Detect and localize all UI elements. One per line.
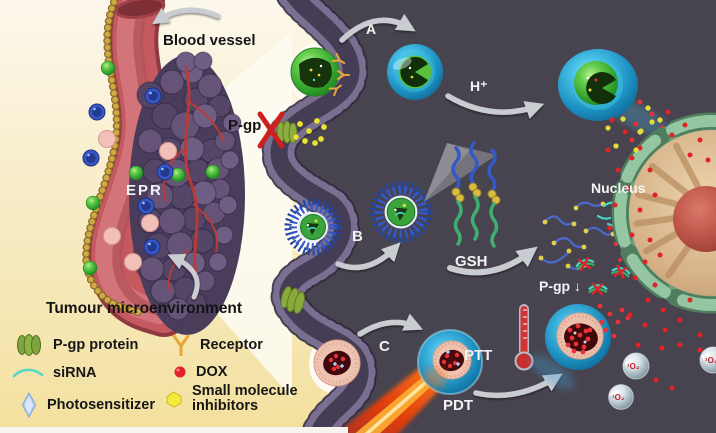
pathway-b-group xyxy=(288,141,645,296)
lipid-dox-nanoparticle xyxy=(313,339,361,387)
nucleolus xyxy=(673,186,716,252)
dox-dot-cloud xyxy=(605,109,711,391)
epr-label: EPR xyxy=(126,182,163,199)
red-cross-icon xyxy=(257,111,285,149)
legend-label: P-gp protein xyxy=(53,337,139,353)
endosome-sphere xyxy=(387,44,443,100)
nucleus-label: Nucleus xyxy=(591,180,646,196)
legend-item-receptor: Receptor xyxy=(171,334,263,356)
legend-item-dox: DOX xyxy=(173,364,227,380)
singlet-oxygen-label: ¹O₂ xyxy=(612,393,625,402)
legend-label: siRNA xyxy=(53,365,97,381)
dox-icon xyxy=(174,366,186,378)
spilled-dox-dots xyxy=(597,303,631,339)
gsh-label: GSH xyxy=(455,253,488,270)
tumour-microenvironment-label: Tumour microenvironment xyxy=(46,300,243,317)
pgp-protein-icon xyxy=(17,334,41,356)
arrow-h-plus xyxy=(445,93,545,119)
receptor-icon xyxy=(172,334,190,356)
pgp-label: P-gp xyxy=(228,117,262,134)
sirna-icon xyxy=(12,368,44,378)
legend-label: Small molecule inhibitors xyxy=(192,383,298,415)
blood-vessel-label: Blood vessel xyxy=(163,32,256,49)
pathway-a-label: A xyxy=(366,21,377,37)
arrow-pathway-a xyxy=(339,13,416,43)
pgp-down-label: P-gp ↓ xyxy=(539,278,581,294)
legend-item-sirna: siRNA xyxy=(12,365,97,381)
bottom-margin xyxy=(0,427,348,433)
pdt-label: PDT xyxy=(443,397,473,414)
photosensitizer-icon xyxy=(21,392,37,418)
pathway-c-group xyxy=(313,303,631,433)
legend-label: Photosensitizer xyxy=(47,397,155,413)
singlet-oxygen-label: ¹O₂ xyxy=(627,362,640,371)
legend-item-small-molecule-inhibitors: Small molecule inhibitors xyxy=(165,383,322,415)
arrow-pathway-b xyxy=(335,242,401,271)
arrow-gsh xyxy=(447,246,538,276)
ptt-label: PTT xyxy=(464,347,493,364)
pathway-b-label: B xyxy=(352,228,363,245)
legend-label: Receptor xyxy=(200,337,263,353)
inhibitor-molecules xyxy=(292,117,328,147)
polymer-chains xyxy=(451,141,501,248)
pathway-c-label: C xyxy=(379,338,390,355)
pdt-activated-particle xyxy=(417,329,483,395)
legend-label: DOX xyxy=(196,364,228,380)
small-molecule-inhibitors-icon xyxy=(166,391,182,408)
dox-releasing-particle xyxy=(529,303,631,390)
circulating-nanoparticles xyxy=(82,60,221,276)
pathway-arrows xyxy=(152,7,563,399)
blood-vessel xyxy=(86,0,169,314)
thermometer-icon xyxy=(514,304,534,371)
legend-item-photosensitizer: Photosensitizer xyxy=(20,392,155,418)
singlet-oxygen-label: ¹O₂ xyxy=(705,356,716,365)
arrow-pathway-c xyxy=(357,313,423,337)
pgp-pump-blocked xyxy=(257,111,298,149)
arrow-to-tumour xyxy=(167,253,200,300)
h-plus-label: H⁺ xyxy=(470,78,488,94)
pgp-protein-membrane xyxy=(280,285,305,314)
green-nanoparticle xyxy=(290,47,340,97)
arrow-to-vessel xyxy=(152,7,221,25)
legend-item-pgp-protein: P-gp protein xyxy=(14,334,138,356)
inhibitor-dot-cloud xyxy=(605,116,655,153)
